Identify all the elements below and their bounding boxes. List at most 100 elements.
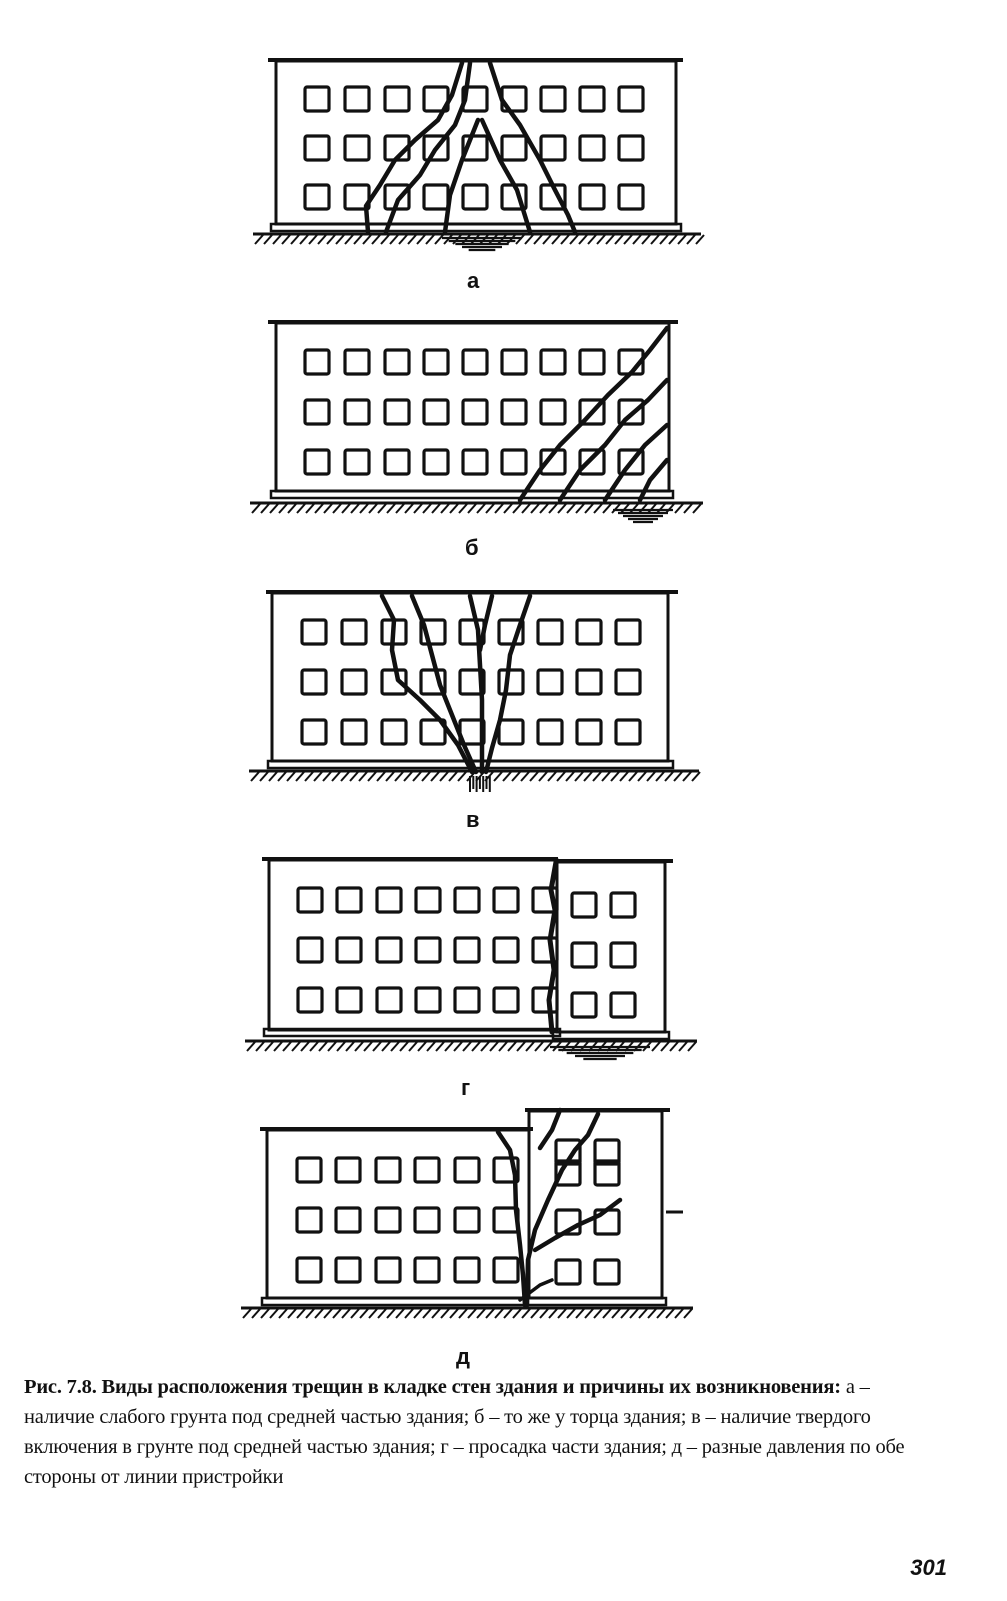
window (458, 668, 486, 696)
wall-outline (267, 858, 559, 1032)
window (500, 398, 528, 426)
window (497, 718, 525, 746)
window (374, 1156, 402, 1184)
window (461, 183, 489, 211)
window (414, 936, 442, 964)
window (461, 398, 489, 426)
crack-line (467, 593, 485, 775)
window (296, 936, 324, 964)
window (531, 986, 559, 1014)
window (614, 618, 642, 646)
window (617, 183, 645, 211)
window (609, 891, 637, 919)
window (492, 1256, 520, 1284)
crack-line (602, 422, 670, 503)
window (453, 1206, 481, 1234)
crack-line (479, 117, 533, 235)
foundation-plinth (269, 222, 683, 233)
crack-line (537, 1107, 563, 1151)
window (578, 448, 606, 476)
window (343, 398, 371, 426)
window (539, 448, 567, 476)
window (380, 718, 408, 746)
crack-line (363, 60, 465, 235)
crack-line (637, 457, 670, 503)
crack-line (532, 1197, 623, 1253)
window (575, 618, 603, 646)
window (343, 85, 371, 113)
window (303, 448, 331, 476)
window (614, 668, 642, 696)
wall-outline (270, 591, 670, 763)
crack-line (409, 593, 479, 775)
window (539, 134, 567, 162)
wall-outline (265, 1128, 531, 1300)
window (300, 718, 328, 746)
window (536, 618, 564, 646)
window (617, 134, 645, 162)
foundation-plinth (269, 489, 675, 500)
window (593, 1138, 621, 1166)
window (453, 986, 481, 1014)
wall-outline (274, 321, 671, 493)
window (500, 348, 528, 376)
window (334, 1206, 362, 1234)
window (578, 348, 606, 376)
window (492, 886, 520, 914)
window (500, 134, 528, 162)
window (343, 183, 371, 211)
window (422, 183, 450, 211)
crack-line (517, 325, 670, 503)
crack-line (518, 1278, 554, 1302)
window (413, 1156, 441, 1184)
window (343, 348, 371, 376)
window (536, 718, 564, 746)
window (375, 886, 403, 914)
window (422, 348, 450, 376)
window (343, 134, 371, 162)
crack-line (487, 60, 578, 235)
window (375, 936, 403, 964)
foundation-plinth (551, 1030, 671, 1041)
window (531, 886, 559, 914)
window (453, 1156, 481, 1184)
window (554, 1258, 582, 1286)
window (492, 986, 520, 1014)
crack-line (524, 1111, 601, 1308)
window (419, 718, 447, 746)
window (497, 668, 525, 696)
window (295, 1156, 323, 1184)
crack-line (477, 593, 495, 653)
window (497, 618, 525, 646)
window (578, 85, 606, 113)
hard-inclusion (469, 776, 491, 792)
foundation-plinth (260, 1296, 668, 1307)
panel-d-building-with-extension (241, 1107, 693, 1319)
window (575, 668, 603, 696)
panel-label-g: г (461, 1075, 471, 1100)
window (303, 183, 331, 211)
ground-hatching (250, 771, 701, 782)
panel-label-v: в (466, 807, 480, 832)
window (461, 448, 489, 476)
window (335, 886, 363, 914)
window (375, 986, 403, 1014)
window (570, 891, 598, 919)
window (617, 448, 645, 476)
window (303, 85, 331, 113)
crack-line (383, 60, 473, 235)
window (383, 85, 411, 113)
figure-caption: Рис. 7.8. Виды расположения трещин в кла… (24, 1372, 924, 1492)
panel-label-a: а (467, 268, 480, 293)
ground-hatching (242, 1308, 693, 1319)
window (609, 991, 637, 1019)
window (295, 1256, 323, 1284)
window (539, 398, 567, 426)
window (593, 1159, 621, 1187)
crack-line (379, 593, 475, 775)
panel-a-building-weak-soil-middle (253, 58, 705, 252)
window (383, 348, 411, 376)
window (296, 986, 324, 1014)
window (539, 348, 567, 376)
